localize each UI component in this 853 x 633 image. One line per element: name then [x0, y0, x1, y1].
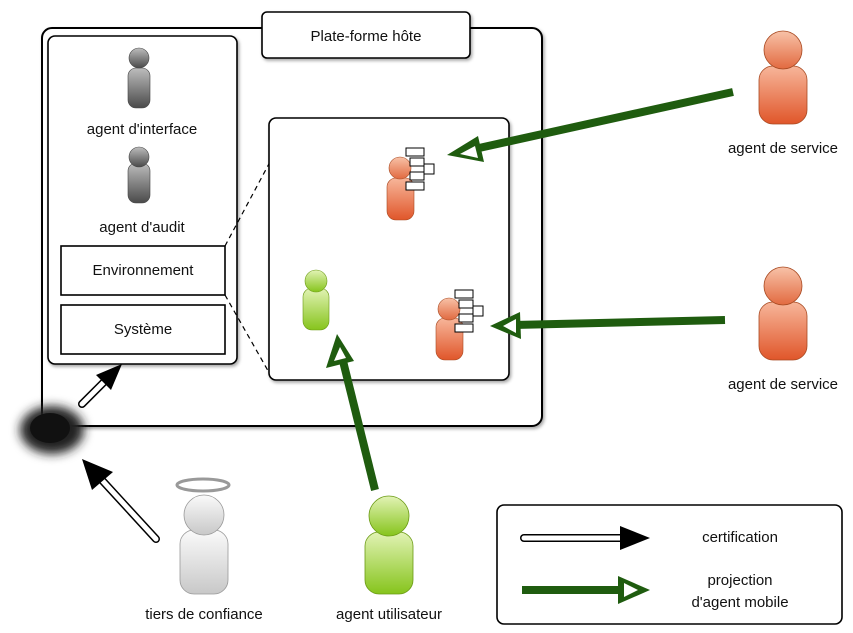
projection-arrow-service-bottom — [490, 312, 726, 339]
zoom-lines — [224, 159, 272, 377]
service-agent-top-label: agent de service — [728, 140, 838, 157]
environment-layer — [60, 245, 226, 296]
interface-agent-icon — [127, 47, 151, 109]
legend: certification projection d'agent mobile — [496, 504, 843, 625]
service-agent-bottom-icon — [758, 266, 808, 361]
audit-agent-icon — [127, 146, 151, 204]
trusted-third-party-icon — [175, 477, 231, 595]
certification-arrow-third-party — [82, 459, 160, 543]
system-layer — [60, 304, 226, 355]
platform-title-box — [261, 11, 471, 59]
certification-arrow-platform — [78, 364, 122, 408]
environment-label: Environnement — [93, 262, 195, 279]
user-agent-icon — [364, 495, 414, 595]
user-agent-label: agent utilisateur — [336, 606, 442, 623]
audit-agent-label: agent d'audit — [99, 219, 185, 236]
trusted-third-party-label: tiers de confiance — [145, 606, 263, 623]
legend-projection-label-line1: projection — [707, 572, 772, 589]
component-2-icon — [454, 289, 484, 333]
system-label: Système — [114, 321, 172, 338]
environment-detail-panel — [268, 117, 510, 381]
interface-agent-label: agent d'interface — [87, 121, 197, 138]
platform-title: Plate-forme hôte — [311, 28, 422, 45]
hosted-user-agent-icon — [302, 269, 330, 331]
certification-seal — [20, 406, 84, 454]
legend-certification-label: certification — [702, 529, 778, 546]
legend-projection-label-line2: d'agent mobile — [691, 594, 788, 611]
legend-projection-arrow — [522, 576, 650, 604]
component-icon — [405, 147, 435, 191]
platform-services-panel: agent d'interface agent d'audit Environn… — [47, 35, 238, 365]
service-agent-top-icon — [758, 30, 808, 125]
service-agent-bottom-label: agent de service — [728, 376, 838, 393]
projection-arrow-user — [326, 334, 379, 491]
projection-arrow-service-top — [447, 88, 734, 162]
legend-certification-arrow — [520, 526, 650, 550]
